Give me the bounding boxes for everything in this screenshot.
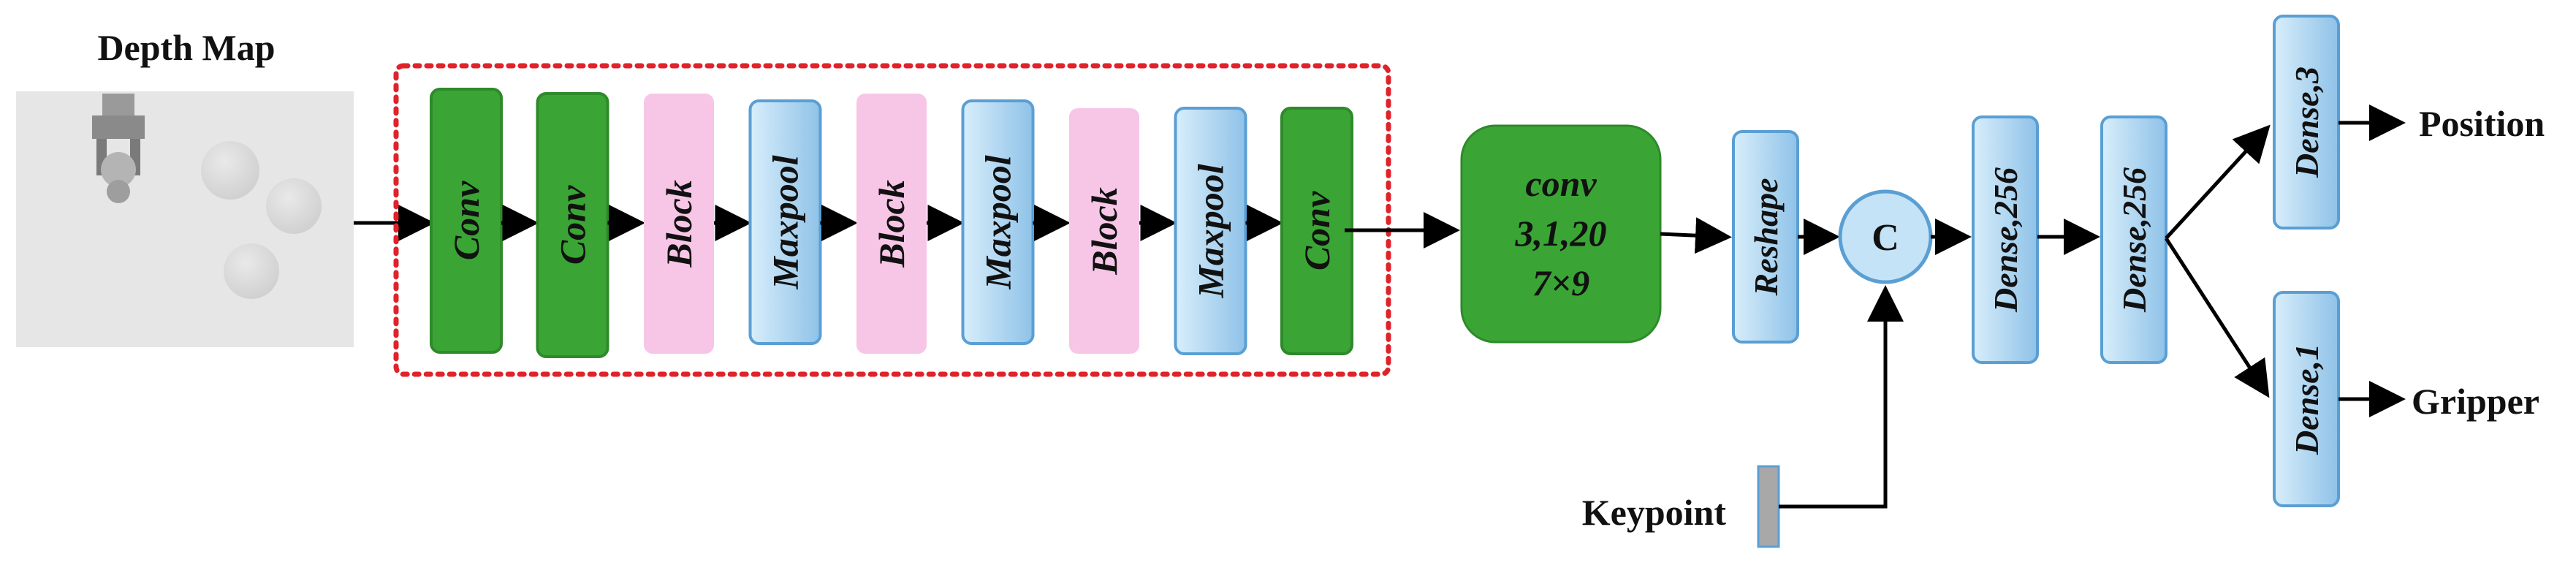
arrow-dense2-to-dense1 [2164,237,2270,398]
object-ball-2 [266,178,322,234]
gripper-silhouette-icon [92,94,145,203]
arrow-conv-to-reshape [1660,217,1732,254]
concat-label: C [1872,217,1899,259]
backbone-block-label-block3: Block [1084,187,1125,275]
backbone-block-label-block2: Block [871,180,912,268]
position-output-label: Position [2419,103,2545,144]
arrow-keypoint-to-concat [1779,285,1904,509]
dense-1-block: Dense,1 [2273,291,2340,507]
backbone-block-label-maxpool2: Maxpool [978,155,1019,289]
conv-block-line2: 3,1,20 [1515,213,1607,254]
object-ball-1 [201,141,259,200]
backbone-blocks: Conv Conv Block Maxpool Block Maxpool Block Max… [430,88,1353,358]
conv-3-1-20-block: conv 3,1,20 7×9 [1460,124,1662,344]
backbone-block-conv2: Conv [536,92,609,358]
dense-256-block-2: Dense,256 [2100,115,2167,364]
backbone-block-conv1: Conv [430,88,503,354]
dense3-label: Dense,3 [2288,67,2325,178]
backbone-block-maxpool1: Maxpool [748,99,822,345]
object-ball-3 [224,243,279,299]
backbone-block-block1: Block [644,94,714,354]
dense1-label: Dense,256 [1987,167,2024,313]
concat-node: C [1838,189,1933,284]
depth-map-image [16,91,354,347]
backbone-block-label-conv3: Conv [1296,191,1337,270]
conv-block-line1: conv [1525,163,1597,204]
backbone-block-label-conv1: Conv [446,181,487,260]
depth-map-title: Depth Map [97,27,275,68]
backbone-block-label-maxpool3: Maxpool [1190,164,1231,298]
backbone-block-label-maxpool1: Maxpool [765,155,806,289]
dense2-label: Dense,256 [2116,167,2153,313]
backbone-block-label-block1: Block [658,180,699,268]
backbone-block-conv3: Conv [1280,107,1353,355]
dense1-output-label: Dense,1 [2288,344,2325,455]
backbone-block-label-conv2: Conv [552,185,593,265]
backbone-block-maxpool3: Maxpool [1174,107,1247,355]
dense-3-block: Dense,3 [2273,15,2340,230]
backbone-dashed-box [393,63,1391,377]
backbone-block-block3: Block [1069,108,1139,354]
dense-256-block-1: Dense,256 [1972,115,2039,364]
keypoint-vector [1757,465,1780,548]
gripper-output-label: Gripper [2412,381,2539,422]
backbone-block-maxpool2: Maxpool [961,99,1035,345]
keypoint-label: Keypoint [1582,492,1727,533]
arrow-dense2-to-dense3 [2165,124,2271,240]
reshape-label: Reshape [1747,178,1785,297]
reshape-block: Reshape [1732,130,1799,344]
conv-block-line3: 7×9 [1532,262,1590,303]
backbone-block-block2: Block [856,94,927,354]
